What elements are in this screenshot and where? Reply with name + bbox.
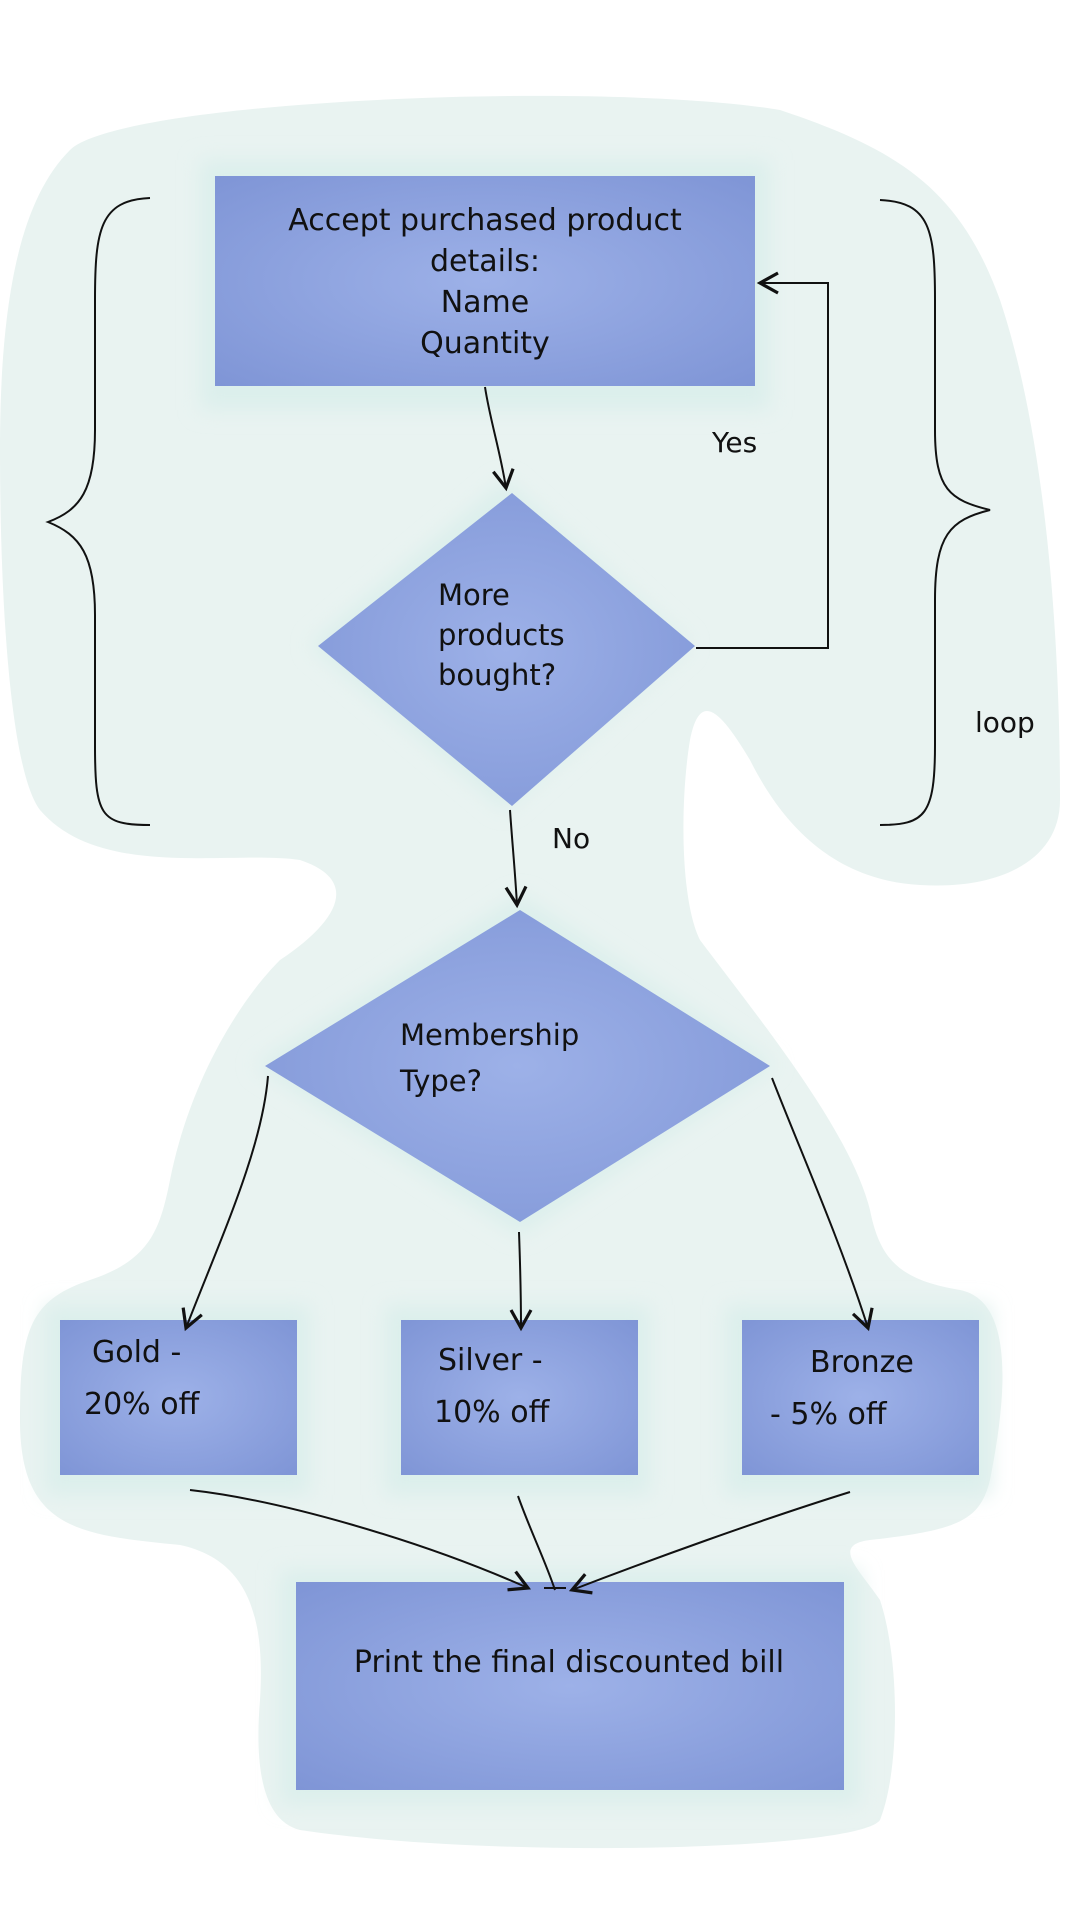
node-silver — [401, 1320, 638, 1475]
node-gold-text-line-1: Gold - — [92, 1335, 181, 1370]
node-accept-text-line-2: details: — [430, 244, 540, 279]
node-membership-text-line-2: Type? — [399, 1064, 482, 1098]
arrow-gold-to-print — [189, 1489, 532, 1592]
label-yes: Yes — [711, 426, 757, 459]
arrow-no — [504, 809, 528, 909]
arrow-to-silver — [509, 1231, 533, 1332]
left-brace — [45, 197, 151, 826]
arrow-accept-to-more — [484, 386, 515, 492]
node-membership-decision — [265, 910, 770, 1222]
arrow-to-bronze — [771, 1077, 874, 1332]
connectors — [181, 271, 874, 1595]
node-bronze — [742, 1320, 979, 1475]
node-accept-details — [215, 176, 755, 386]
node-more-products-decision — [318, 493, 695, 806]
node-gold — [60, 1320, 297, 1475]
node-accept-text-line-3: Name — [441, 285, 530, 320]
node-print-bill — [296, 1582, 844, 1790]
node-gold-text-line-2: 20% off — [84, 1387, 201, 1422]
node-more-products-text-line-2: products — [438, 618, 565, 652]
node-silver-text-line-1: Silver - — [438, 1343, 543, 1378]
node-accept-text-line-1: Accept purchased product — [288, 203, 682, 238]
label-loop: loop — [975, 706, 1035, 739]
label-no: No — [552, 822, 590, 855]
node-accept-text-line-4: Quantity — [420, 326, 550, 361]
right-brace — [879, 199, 991, 826]
arrow-to-gold — [181, 1075, 269, 1332]
arrow-bronze-to-print — [568, 1491, 851, 1595]
node-membership-text-line-1: Membership — [400, 1018, 579, 1052]
node-bronze-text-line-1: Bronze — [810, 1345, 914, 1380]
node-print-text-line-1: Print the final discounted bill — [354, 1645, 784, 1680]
node-bronze-text-line-2: - 5% off — [770, 1397, 888, 1432]
arrow-silver-to-print — [517, 1495, 556, 1591]
node-more-products-text-line-1: More — [438, 578, 510, 612]
arrow-yes-loop — [696, 271, 829, 649]
node-silver-text-line-2: 10% off — [434, 1395, 551, 1430]
node-more-products-text-line-3: bought? — [438, 658, 556, 692]
